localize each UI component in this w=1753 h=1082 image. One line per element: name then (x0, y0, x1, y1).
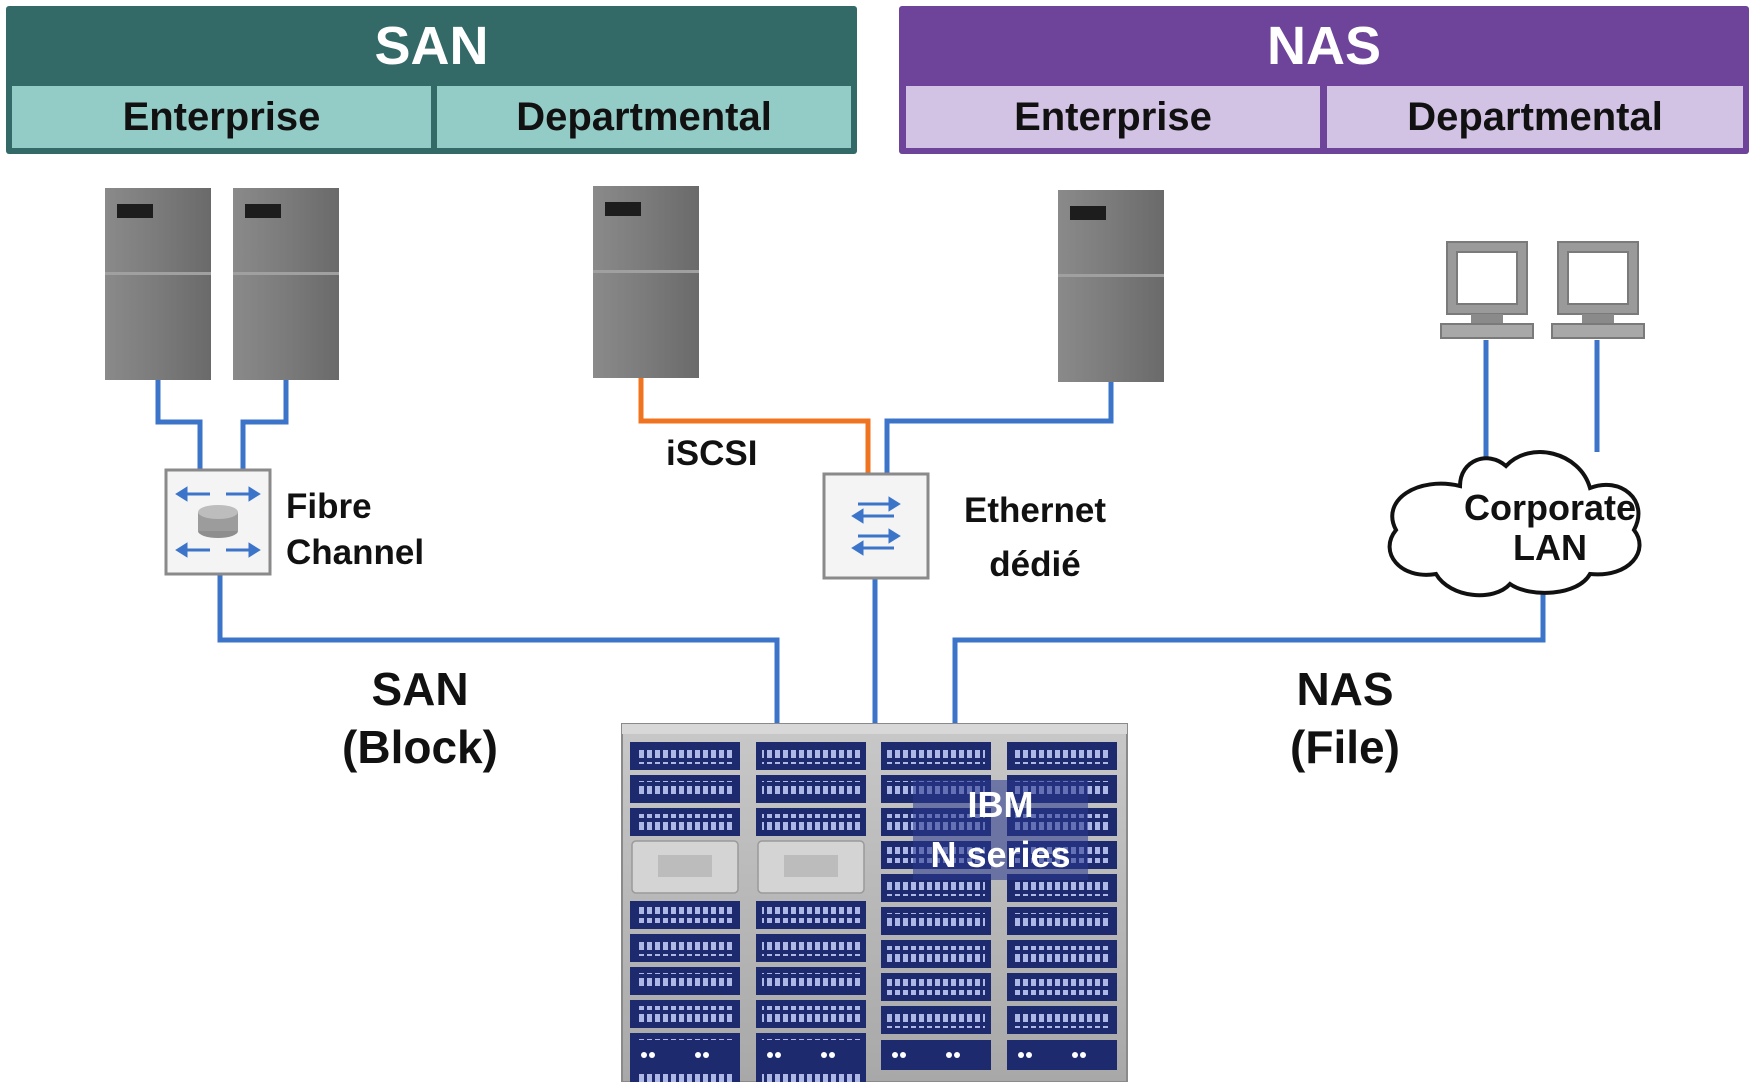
san-protocol-label: SAN (Block) (320, 660, 520, 776)
cloud-label-line1: Corporate (1463, 487, 1637, 528)
cloud-icon (1387, 450, 1642, 598)
san-protocol-label-line2: (Block) (342, 721, 498, 773)
cloud-label-line2: LAN (1513, 527, 1587, 568)
link-server2-fc (240, 380, 289, 470)
ethernet-label-line1: Ethernet (964, 491, 1106, 530)
fibre-channel-switch-icon (164, 468, 272, 576)
storage-label-line1: IBM (967, 784, 1034, 825)
nas-header-title: NAS (1266, 16, 1381, 76)
nas-protocol-label: NAS (File) (1245, 660, 1445, 776)
server-icon (233, 188, 339, 380)
cloud-label: Corporate LAN (1440, 488, 1660, 568)
nas-enterprise-label: Enterprise (906, 86, 1320, 148)
server-icon (593, 186, 699, 378)
nas-header: NAS Enterprise Departmental (899, 6, 1749, 154)
link-cloud-storage (952, 594, 1546, 724)
ethernet-switch-icon (822, 472, 930, 580)
server-icon (105, 188, 211, 380)
link-iscsi-server (638, 378, 871, 474)
storage-label-line2: N series (930, 834, 1071, 875)
san-header-title: SAN (374, 16, 489, 76)
desktop-computer-icon (1551, 241, 1645, 339)
fibre-channel-label: Fibre Channel (286, 484, 424, 576)
fibre-channel-label-line2: Channel (286, 533, 425, 572)
san-departmental-label: Departmental (437, 86, 851, 148)
ethernet-label: Ethernet dédié (950, 484, 1120, 592)
storage-rack-icon (621, 723, 1128, 1082)
nas-protocol-label-line1: NAS (1296, 663, 1394, 715)
san-enterprise-label: Enterprise (12, 86, 431, 148)
fibre-channel-label-line1: Fibre (286, 487, 372, 526)
iscsi-label: iSCSI (666, 434, 758, 473)
storage-label: IBM N series (913, 780, 1088, 880)
server-icon (1058, 190, 1164, 382)
san-header: SAN Enterprise Departmental (6, 6, 857, 154)
nas-departmental-label: Departmental (1327, 86, 1743, 148)
link-fc-storage (217, 574, 780, 724)
san-protocol-label-line1: SAN (371, 663, 469, 715)
link-server1-fc (155, 380, 203, 470)
desktop-computer-icon (1440, 241, 1534, 339)
nas-protocol-label-line2: (File) (1290, 721, 1400, 773)
link-nas-server-ethernet (884, 382, 1114, 474)
ethernet-label-line2: dédié (989, 545, 1081, 584)
